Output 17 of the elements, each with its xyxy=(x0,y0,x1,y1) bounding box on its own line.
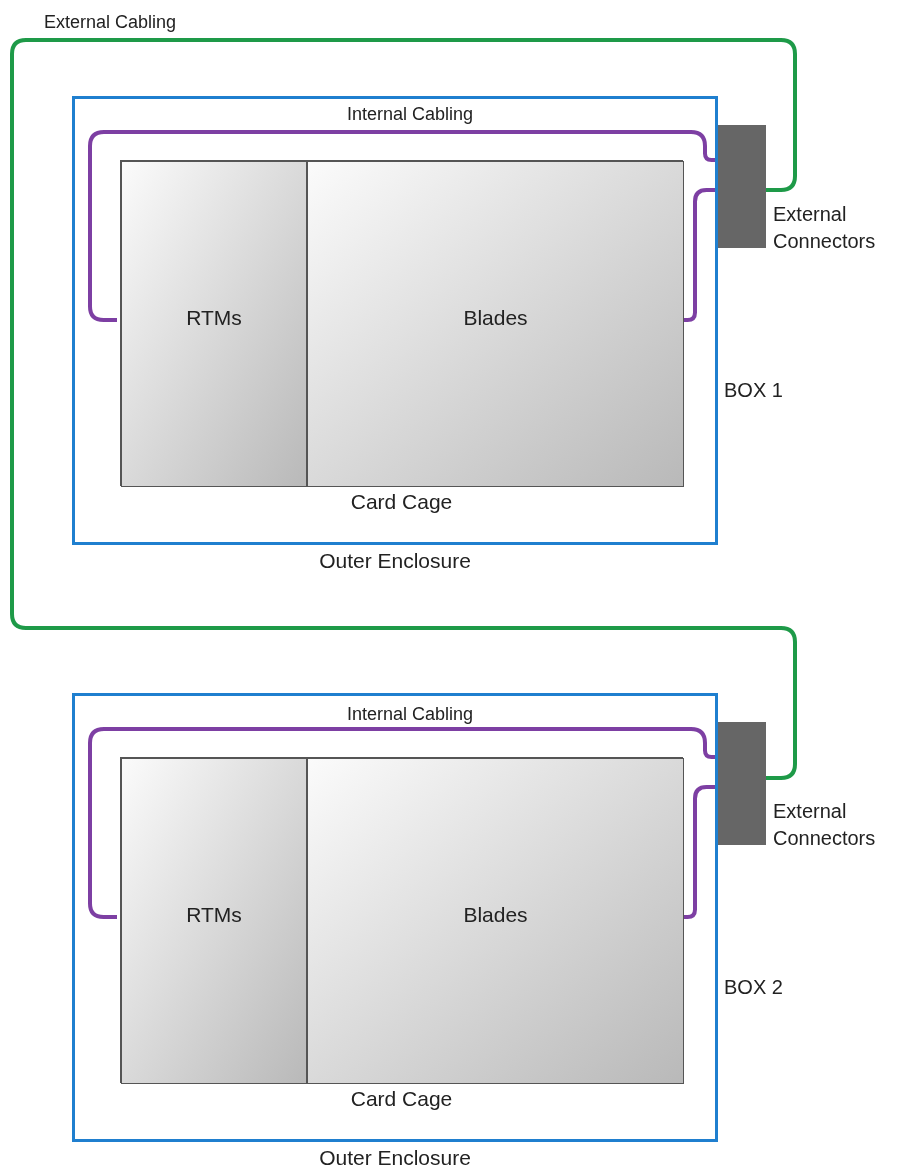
cable-line xyxy=(10,38,797,780)
enclosure-label: Outer Enclosure xyxy=(319,1145,471,1171)
box-label: BOX 2 xyxy=(724,975,783,1000)
rtm-panel xyxy=(121,758,307,1084)
connector-label: External Connectors xyxy=(773,799,877,851)
rtm-panel xyxy=(121,161,307,487)
enclosure-label: Card Cage xyxy=(350,489,453,515)
enclosure-label: Outer Enclosure xyxy=(319,548,471,574)
connector-label: External Connectors xyxy=(773,202,877,254)
module-label: Blades xyxy=(463,902,528,928)
module-label: RTMs xyxy=(186,305,242,331)
module-label: Blades xyxy=(463,305,528,331)
blade-panel xyxy=(307,161,684,487)
enclosure-label: Card Cage xyxy=(350,1086,453,1112)
blade-panel xyxy=(307,758,684,1084)
module-label: RTMs xyxy=(186,902,242,928)
box-label: BOX 1 xyxy=(724,378,783,403)
